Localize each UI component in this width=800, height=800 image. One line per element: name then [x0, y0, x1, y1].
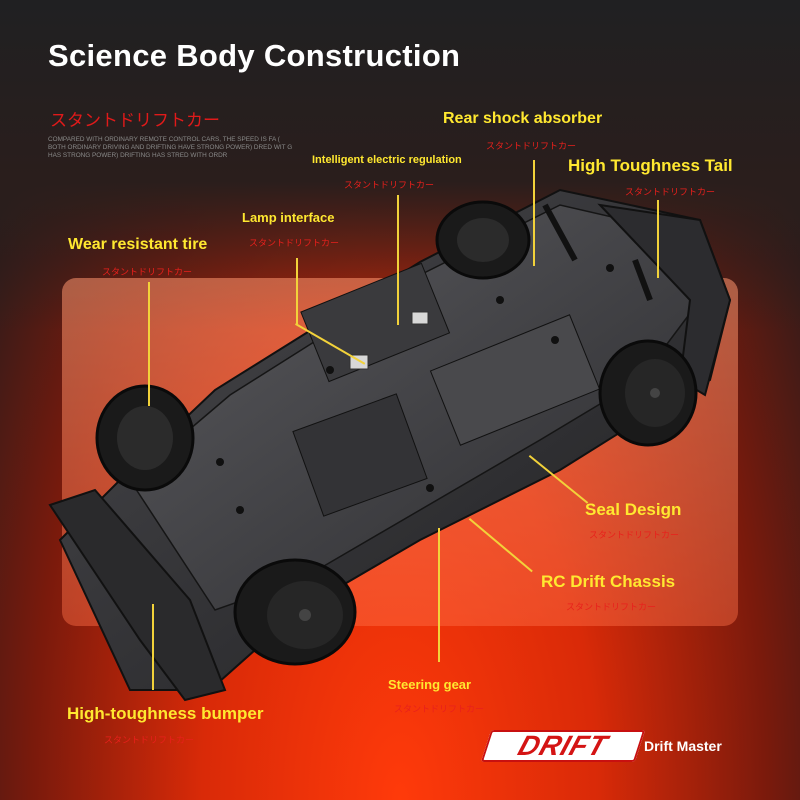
sub-steering: スタントドリフトカー: [394, 705, 485, 715]
sub-lamp: スタントドリフトカー: [249, 239, 340, 249]
drift-logo-text: DRIFT: [514, 730, 612, 761]
sub-intelligent: スタントドリフトカー: [344, 181, 435, 191]
label-tail: High Toughness Tail: [568, 156, 733, 175]
label-lamp: Lamp interface: [242, 210, 335, 225]
electronics-box: [300, 262, 451, 383]
label-chassis: RC Drift Chassis: [541, 572, 676, 591]
brand-tagline: Drift Master: [644, 738, 722, 754]
label-tire: Wear resistant tire: [68, 236, 208, 253]
jp-heading: スタントドリフトカー: [50, 111, 220, 131]
leader-intelligent-v: [397, 195, 399, 325]
wheel-front-left: [95, 384, 195, 492]
leader-lamp-v: [296, 258, 298, 324]
label-steering: Steering gear: [388, 677, 472, 692]
leader-steering-v: [438, 528, 440, 662]
rear-tail: [597, 203, 732, 397]
sub-tire: スタントドリフトカー: [102, 268, 193, 278]
label-seal: Seal Design: [585, 500, 682, 519]
blurb-text: COMPARED WITH ORDINARY REMOTE CONTROL CA…: [48, 136, 293, 159]
sub-chassis: スタントドリフトカー: [566, 603, 657, 613]
wheel-front-right: [233, 558, 357, 666]
wheel-rear-left: [435, 200, 531, 280]
page-title: Science Body Construction: [48, 38, 461, 73]
lamp-socket-2: [411, 311, 429, 325]
label-bumper: High-toughness bumper: [67, 704, 264, 723]
servo-box: [292, 393, 428, 517]
leader-bumper-v: [152, 604, 154, 690]
wheel-rear-right: [598, 339, 698, 447]
label-rear-shock: Rear shock absorber: [443, 110, 603, 127]
label-intelligent: Intelligent electric regulation: [312, 154, 462, 166]
leader-rear-shock-v: [533, 160, 535, 266]
sub-rear-shock: スタントドリフトカー: [486, 142, 577, 152]
sub-tail: スタントドリフトカー: [625, 188, 716, 198]
drift-logo: DRIFT: [480, 730, 646, 762]
sub-bumper: スタントドリフトカー: [104, 736, 195, 746]
battery-cover: [429, 314, 601, 446]
leader-tail-v: [657, 200, 659, 278]
front-bumper: [48, 488, 227, 702]
leader-tire-v: [148, 282, 150, 406]
sub-seal: スタントドリフトカー: [589, 531, 680, 541]
